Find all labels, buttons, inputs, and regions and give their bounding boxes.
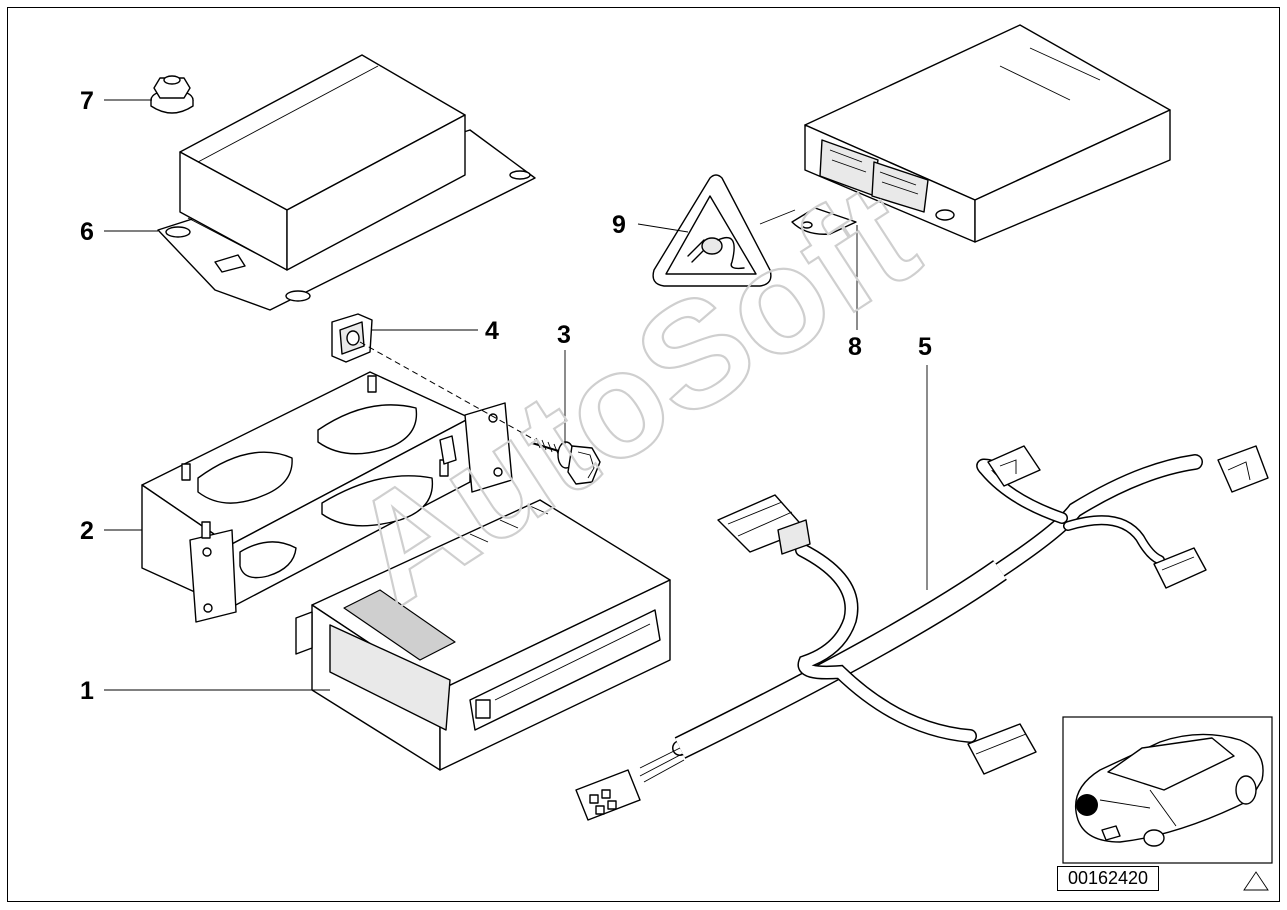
vehicle-location-inset — [1062, 716, 1273, 864]
part-label-4: 4 — [485, 317, 499, 345]
part-3-screw[interactable] — [531, 437, 601, 485]
part-4-clip-nut[interactable] — [331, 313, 373, 363]
location-marker-dot — [1076, 794, 1098, 816]
connector-large[interactable] — [717, 494, 811, 555]
diagram-reference-number: 00162420 — [1057, 866, 1159, 891]
part-label-2: 2 — [80, 517, 94, 545]
connector-6pin[interactable] — [575, 769, 641, 821]
part-2-bracket[interactable] — [141, 371, 513, 623]
part-7-nut[interactable] — [150, 75, 194, 114]
part-label-8: 8 — [848, 333, 862, 361]
connector-middle-right[interactable] — [1153, 547, 1207, 589]
part-label-9: 9 — [612, 211, 626, 239]
part-label-7: 7 — [80, 87, 94, 115]
part-9-warning-label[interactable] — [652, 174, 772, 287]
connector-bottom[interactable] — [967, 723, 1037, 775]
part-label-5: 5 — [918, 333, 932, 361]
connector-top-left[interactable] — [987, 445, 1041, 487]
part-5-wiring-harness[interactable] — [575, 445, 1269, 821]
leader-lines — [104, 99, 928, 691]
part-label-1: 1 — [80, 677, 94, 705]
part-label-6: 6 — [80, 218, 94, 246]
part-8-control-unit[interactable] — [791, 24, 1171, 243]
diagram-frame — [7, 7, 1280, 902]
assembly-line — [359, 341, 536, 441]
part-label-3: 3 — [557, 321, 571, 349]
connector-top-right[interactable] — [1217, 445, 1269, 493]
part-1-drive-unit[interactable] — [295, 499, 671, 771]
part-6-amplifier[interactable] — [157, 54, 536, 311]
triangle-icon — [1243, 871, 1269, 891]
